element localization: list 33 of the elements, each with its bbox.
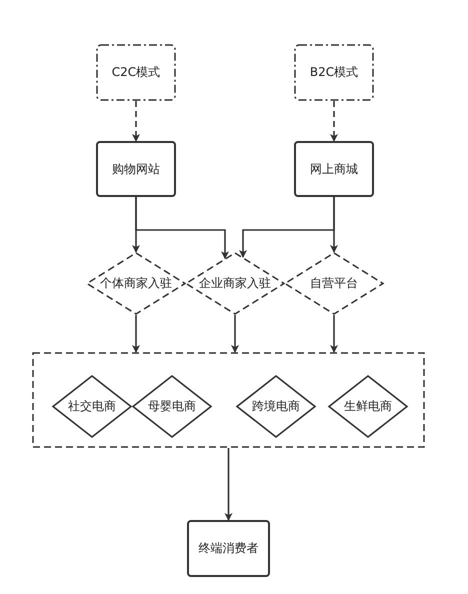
process-box bbox=[187, 520, 270, 577]
process-box bbox=[294, 141, 374, 197]
mode-box bbox=[294, 44, 374, 101]
decision-diamond bbox=[185, 252, 285, 315]
node-label: 自营平台 bbox=[310, 275, 358, 292]
node-label: 跨境电商 bbox=[252, 398, 300, 415]
group-box bbox=[32, 352, 425, 448]
arrow bbox=[330, 315, 338, 353]
decision-diamond bbox=[284, 252, 384, 315]
node-label: B2C模式 bbox=[310, 64, 358, 81]
category-diamond bbox=[236, 375, 316, 438]
node-label: 企业商家入驻 bbox=[199, 275, 271, 292]
arrow bbox=[132, 101, 140, 142]
node-label: 社交电商 bbox=[68, 398, 116, 415]
category-diamond bbox=[328, 375, 408, 438]
category-diamond bbox=[52, 375, 132, 438]
node-label: 网上商城 bbox=[310, 160, 358, 178]
arrow bbox=[135, 197, 229, 260]
node-label: C2C模式 bbox=[112, 64, 160, 81]
node-label: 购物网站 bbox=[112, 160, 160, 178]
arrow bbox=[132, 315, 140, 353]
node-label: 生鲜电商 bbox=[344, 398, 392, 415]
node-label: 个体商家入驻 bbox=[100, 275, 172, 292]
node-label: 母婴电商 bbox=[148, 398, 196, 415]
mode-box bbox=[96, 44, 176, 101]
process-box bbox=[96, 141, 176, 197]
arrow bbox=[224, 448, 232, 521]
arrow bbox=[330, 101, 338, 142]
category-diamond bbox=[132, 375, 212, 438]
arrow bbox=[231, 315, 239, 353]
decision-diamond bbox=[86, 252, 186, 315]
arrow bbox=[330, 197, 338, 253]
node-label: 终端消费者 bbox=[198, 540, 258, 557]
